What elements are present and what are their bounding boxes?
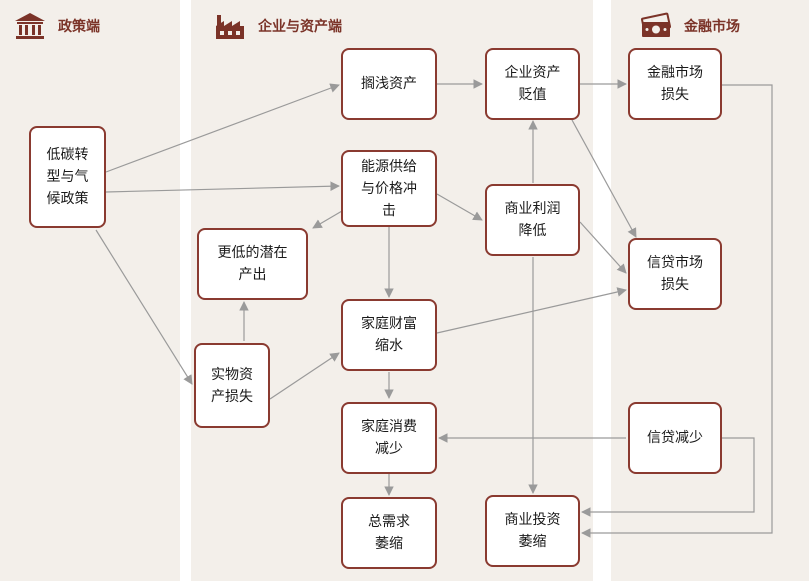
- arrow-wealth-credit: [436, 287, 627, 334]
- arrow-creditreduce-investment: [581, 437, 755, 517]
- node-energy-shock[interactable]: 能源供给与价格冲击: [341, 150, 437, 227]
- node-asset-devaluation[interactable]: 企业资产贬值: [485, 48, 580, 120]
- enterprise-header: 企业与资产端: [214, 10, 342, 42]
- finance-title: 金融市场: [684, 19, 740, 35]
- arrow-policy-stranded: [105, 83, 340, 173]
- arrow-energy-output: [312, 210, 343, 229]
- node-investment-contraction[interactable]: 商业投资萎缩: [485, 495, 580, 567]
- arrow-finmarket-investment: [581, 84, 773, 538]
- node-credit-market-loss[interactable]: 信贷市场损失: [628, 238, 722, 310]
- policy-header: 政策端: [14, 10, 100, 42]
- node-household-consumption[interactable]: 家庭消费减少: [341, 402, 437, 474]
- node-household-wealth[interactable]: 家庭财富缩水: [341, 299, 437, 371]
- banknote-icon: [641, 12, 671, 37]
- arrow-devalue-credit: [571, 119, 637, 238]
- arrow-energy-profit: [436, 193, 483, 221]
- enterprise-title: 企业与资产端: [258, 19, 342, 35]
- node-aggregate-demand[interactable]: 总需求萎缩: [341, 497, 437, 569]
- policy-title: 政策端: [58, 19, 100, 35]
- node-stranded-assets[interactable]: 搁浅资产: [341, 48, 437, 120]
- node-financial-market-loss[interactable]: 金融市场损失: [628, 48, 722, 120]
- arrow-profit-credit: [579, 221, 627, 274]
- node-lower-potential-output[interactable]: 更低的潜在产出: [197, 228, 308, 300]
- node-profit-decline[interactable]: 商业利润降低: [485, 184, 580, 256]
- policy-column: [0, 0, 180, 581]
- arrow-policy-physical: [95, 229, 193, 385]
- node-physical-asset-loss[interactable]: 实物资产损失: [194, 343, 270, 428]
- factory-icon: [216, 15, 244, 39]
- bank-building-icon: [15, 13, 45, 39]
- arrow-policy-energy: [105, 181, 340, 193]
- node-low-carbon-policy[interactable]: 低碳转型与气候政策: [29, 126, 106, 228]
- node-credit-reduction[interactable]: 信贷减少: [628, 402, 722, 474]
- finance-header: 金融市场: [640, 10, 740, 42]
- arrow-physical-wealth: [269, 352, 340, 400]
